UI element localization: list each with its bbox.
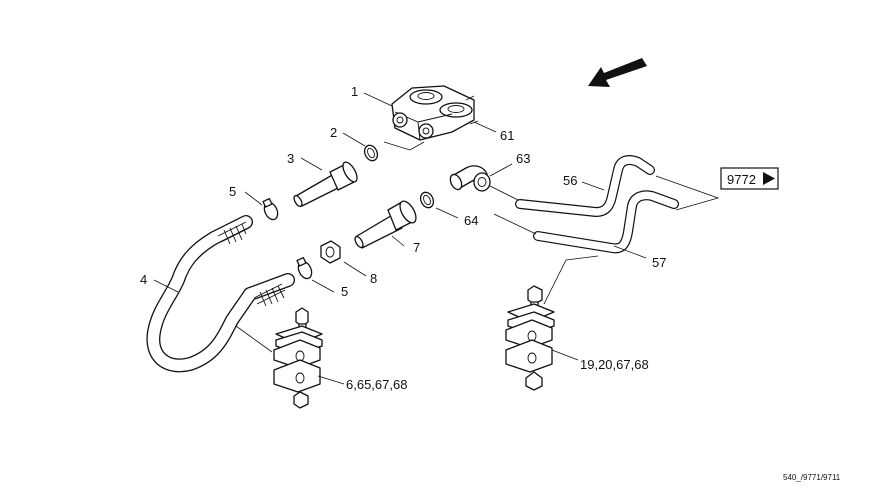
clamp-assembly-right	[505, 285, 555, 391]
label-2: 2	[330, 125, 337, 140]
leader-lines	[153, 92, 720, 385]
hose-nipple-part-3	[293, 161, 358, 208]
label-64: 64	[464, 213, 478, 228]
doc-code: 540_/9771/9711	[783, 473, 841, 482]
label-5-lower: 5	[341, 284, 348, 299]
label-61: 61	[500, 128, 514, 143]
elbow-fitting-part-63	[449, 165, 491, 192]
hose-clamp-part-5-lower	[296, 256, 313, 280]
label-5-upper: 5	[229, 184, 236, 199]
reference-link-9772[interactable]: 9772	[720, 167, 779, 190]
play-triangle-icon	[763, 172, 775, 185]
direction-arrow-icon	[588, 58, 647, 87]
label-57: 57	[652, 255, 666, 270]
hose-clamp-part-5-upper	[262, 197, 279, 221]
hose-part-4	[146, 215, 295, 373]
label-7: 7	[413, 240, 420, 255]
tube-part-57	[493, 190, 679, 254]
hose-nipple-part-7	[354, 200, 417, 249]
reference-label: 9772	[727, 172, 756, 187]
label-4: 4	[140, 272, 147, 287]
tube-part-56	[489, 155, 655, 217]
o-ring-part-64	[419, 191, 435, 209]
label-56: 56	[563, 173, 577, 188]
label-3: 3	[287, 151, 294, 166]
label-8: 8	[370, 271, 377, 286]
clamp-assembly-left	[273, 307, 323, 409]
label-clamp-right: 19,20,67,68	[580, 357, 649, 372]
valve-block-part	[391, 85, 479, 141]
nut-part-8	[320, 240, 341, 264]
label-63: 63	[516, 151, 530, 166]
o-ring-part-2	[363, 144, 379, 162]
label-clamp-left: 6,65,67,68	[346, 377, 407, 392]
label-1: 1	[351, 84, 358, 99]
